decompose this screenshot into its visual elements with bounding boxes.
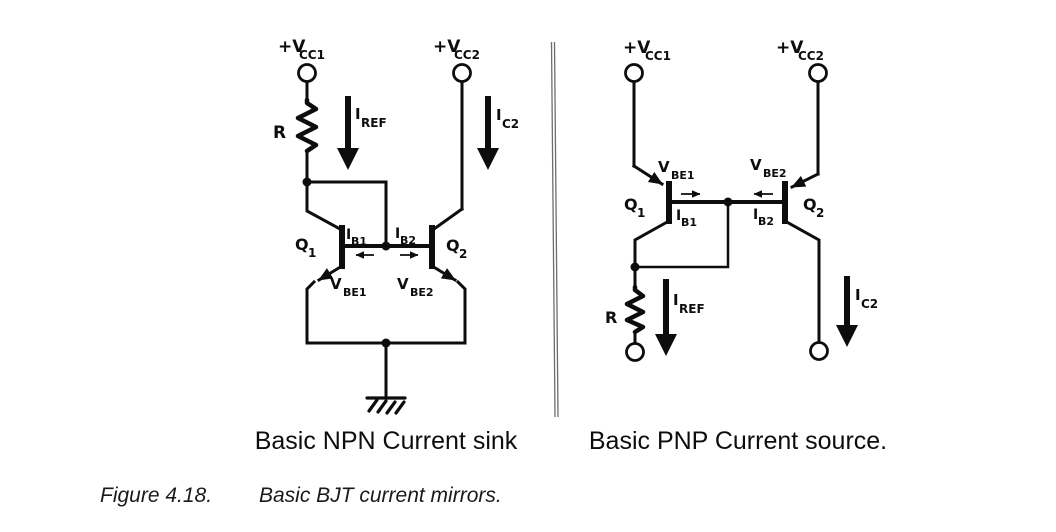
transistor-q1 [631, 163, 672, 224]
vcc1-label: +V [623, 38, 651, 58]
q2-emitter-arrow-icon [429, 263, 458, 283]
pnp-circuit: +V CC1 +V CC2 V BE1 V BE2 Q 1 Q 2 I B1 I… [589, 38, 887, 455]
junction-dot [381, 338, 391, 348]
q2-label-sub: 2 [459, 247, 467, 261]
figure-caption: Figure 4.18. Basic BJT current mirrors. [100, 484, 502, 507]
pnp-wires [632, 80, 821, 345]
figure-title: Basic BJT current mirrors. [259, 484, 502, 507]
vcc2-label-sub: CC2 [798, 49, 824, 63]
vbe2-label: V [397, 275, 409, 293]
iref-label: I [355, 105, 361, 123]
pnp-caption: Basic PNP Current source. [589, 427, 887, 455]
resistor-icon [624, 284, 646, 335]
ib2-label-sub: B2 [400, 234, 416, 247]
ic2-label: I [855, 286, 861, 304]
terminal-circle-ref [625, 342, 645, 362]
junction-dot [630, 262, 640, 272]
vcc2-label-sub: CC2 [454, 48, 480, 62]
vcc1-label-sub: CC1 [645, 49, 671, 63]
ib2-label-sub: B2 [758, 215, 774, 228]
q2-label: Q [803, 195, 817, 214]
vbe1-label-sub: BE1 [671, 169, 695, 182]
q1-emitter-arrow-icon [316, 263, 345, 283]
terminal-circle-vcc1 [297, 63, 317, 83]
ic2-label: I [496, 106, 502, 124]
ic2-label-sub: C2 [502, 117, 519, 131]
iref-label-sub: REF [361, 116, 387, 130]
vbe1-label: V [658, 158, 670, 176]
q2-emitter-arrow-icon [789, 171, 821, 190]
resistor-label: R [605, 308, 617, 327]
vbe1-label: V [330, 275, 342, 293]
vcc1-label-sub: CC1 [299, 48, 325, 62]
ic2-current-arrow-icon [477, 96, 499, 170]
ground-icon [365, 396, 407, 415]
iref-label: I [673, 291, 679, 309]
vcc2-label: +V [433, 37, 461, 57]
transistor-q1 [316, 225, 345, 283]
npn-caption: Basic NPN Current sink [255, 427, 518, 455]
vbe2-label-sub: BE2 [763, 167, 787, 180]
resistor-label: R [273, 123, 286, 143]
ib1-label-sub: B1 [681, 216, 697, 229]
q1-label-sub: 1 [308, 246, 316, 260]
iref-current-arrow-icon [337, 96, 359, 170]
resistor-icon [295, 97, 319, 154]
iref-label-sub: REF [679, 302, 705, 316]
vbe2-label: V [750, 156, 762, 174]
terminal-circle-vcc2 [808, 63, 828, 83]
divider [550, 41, 559, 418]
transistor-q2 [782, 171, 821, 224]
junction-dot [723, 197, 733, 207]
ib2-label: I [395, 226, 400, 242]
terminal-circle-out [809, 341, 829, 361]
vbe1-label-sub: BE1 [343, 286, 367, 299]
q1-label: Q [295, 235, 309, 254]
iref-current-arrow-icon [655, 279, 677, 356]
ic2-label-sub: C2 [861, 297, 878, 311]
q1-label-sub: 1 [637, 206, 645, 220]
q2-label-sub: 2 [816, 206, 824, 220]
junction-dot [381, 241, 391, 251]
q1-label: Q [624, 195, 638, 214]
ib1-label-sub: B1 [351, 235, 367, 248]
q2-label: Q [446, 236, 460, 255]
vcc1-label: +V [278, 37, 306, 57]
terminal-circle-vcc2 [452, 63, 472, 83]
ib2-label: I [753, 207, 758, 223]
ib1-label: I [346, 227, 351, 243]
vcc2-label: +V [776, 38, 804, 58]
figure-number: Figure 4.18. [100, 484, 212, 507]
npn-circuit: +V CC1 +V CC2 R I REF I C2 Q 1 Q 2 I B1 … [255, 37, 519, 455]
q1-emitter-arrow-icon [631, 163, 665, 187]
transistor-q2 [429, 225, 458, 283]
terminal-circle-vcc1 [624, 63, 644, 83]
junction-dot [302, 177, 312, 187]
ib1-label: I [676, 208, 681, 224]
vbe2-label-sub: BE2 [410, 286, 434, 299]
ic2-current-arrow-icon [836, 276, 858, 347]
